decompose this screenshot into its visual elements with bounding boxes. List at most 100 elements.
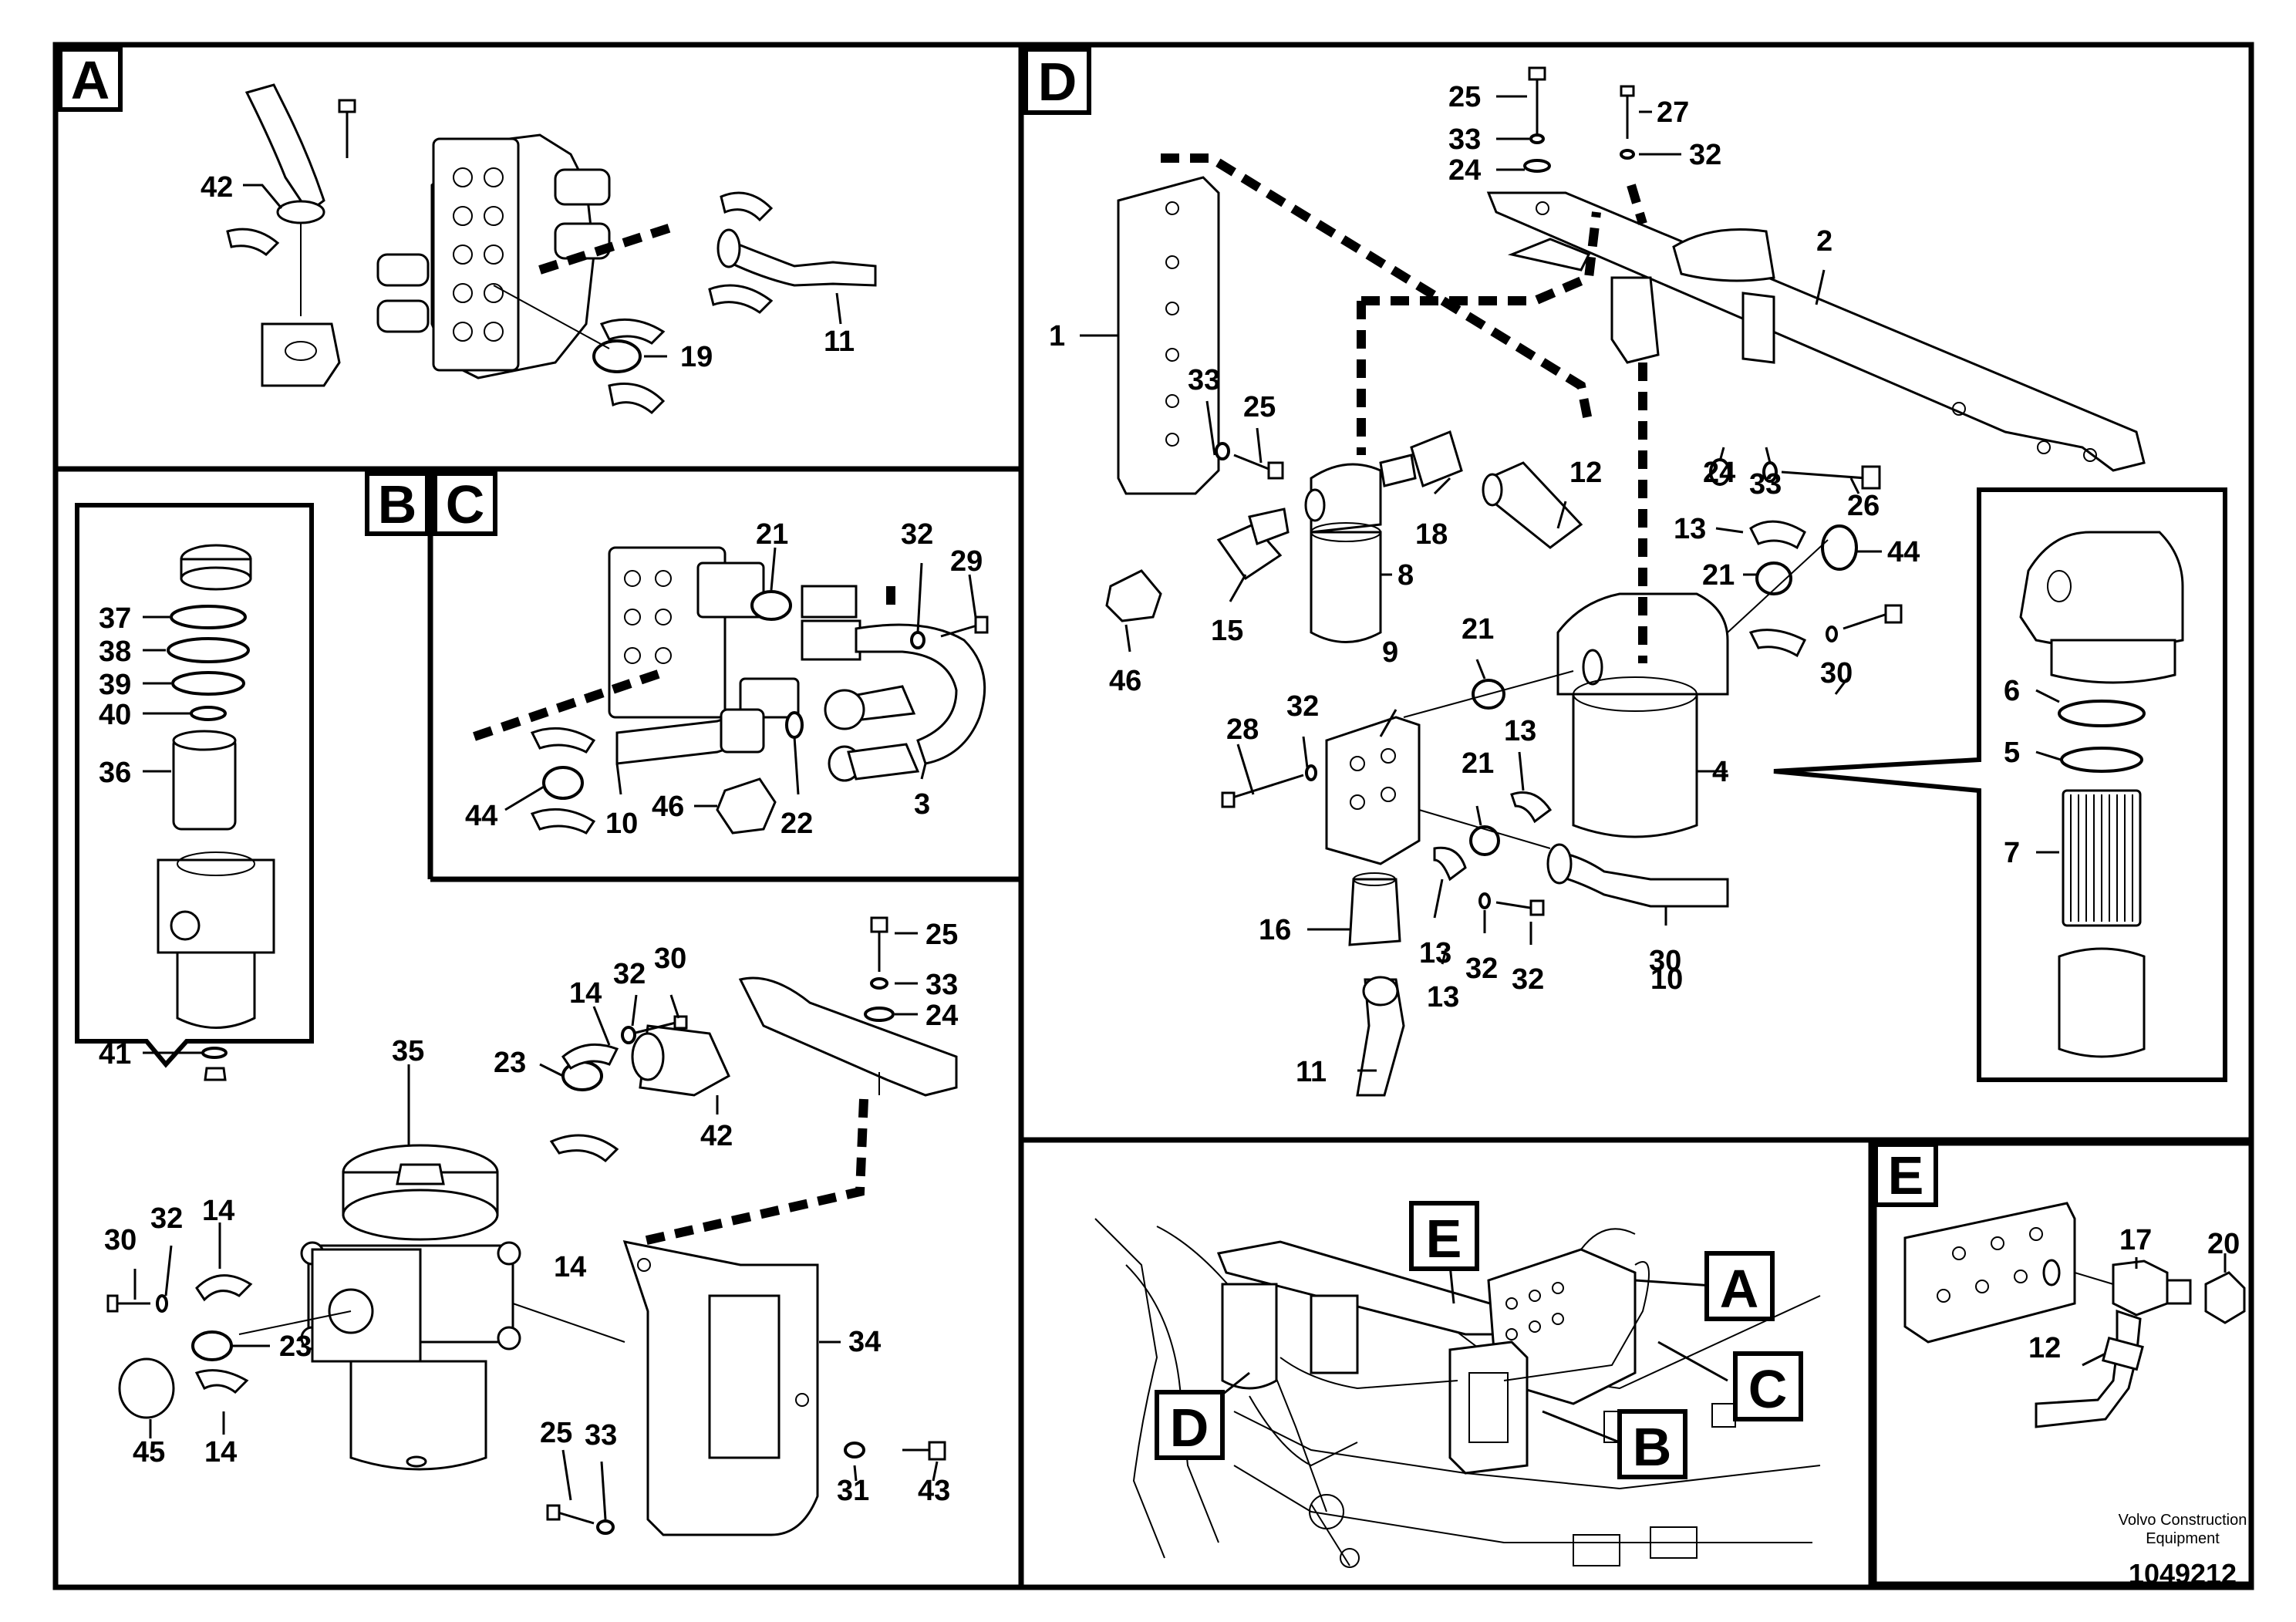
- part-label: 21: [1462, 613, 1494, 646]
- part-label: 44: [465, 800, 497, 832]
- part-label: 13: [1504, 715, 1536, 747]
- part-label: 20: [2207, 1228, 2240, 1260]
- footer: Volvo Construction Equipment 1049212: [2082, 1512, 2283, 1620]
- part-label: 23: [494, 1047, 526, 1079]
- view-d-labels: 25 33 24 27 32 2 1 33 25 18 12 8 15 46 2…: [1049, 81, 2020, 1088]
- part-label: 30: [1820, 657, 1853, 690]
- part-label: 31: [837, 1475, 869, 1507]
- part-label: 27: [1657, 96, 1689, 129]
- part-label: 29: [950, 545, 983, 578]
- part-label: 30: [654, 943, 686, 975]
- part-label: 37: [99, 602, 131, 635]
- overview-drawing: [1094, 1218, 1821, 1568]
- part-label: 33: [1749, 468, 1782, 501]
- part-label: 46: [1109, 665, 1141, 697]
- part-label: 44: [1887, 536, 1920, 568]
- view-b-labels: 35 14 32 30 23 42 25 33 24 30 32 14 23 1…: [104, 919, 958, 1507]
- overview-tag-d: D: [1155, 1390, 1225, 1460]
- part-label: 14: [569, 977, 602, 1010]
- view-b-inset-drawing: [157, 544, 275, 1081]
- part-label: 46: [652, 791, 684, 823]
- part-label: 11: [824, 325, 855, 358]
- part-label: 18: [1415, 518, 1448, 551]
- view-a-leaders: [243, 184, 842, 358]
- part-label: 23: [279, 1330, 312, 1363]
- part-label: 32: [1465, 953, 1498, 985]
- part-label: 7: [2004, 837, 2020, 869]
- overview-tag-c: C: [1733, 1351, 1803, 1421]
- overview-tag-b-text: B: [1633, 1417, 1672, 1477]
- view-tag-c: C: [433, 471, 497, 536]
- overview-tag-d-text: D: [1170, 1398, 1209, 1458]
- part-label: 8: [1397, 559, 1414, 592]
- view-b-drawing: [106, 916, 958, 1536]
- overview-tag-a: A: [1704, 1251, 1775, 1321]
- part-label: 25: [1448, 81, 1481, 113]
- part-label: 32: [1286, 690, 1319, 723]
- view-tag-a-text: A: [71, 50, 110, 110]
- part-label: 12: [1569, 457, 1602, 489]
- part-label: 14: [202, 1195, 234, 1227]
- part-label: 39: [99, 669, 131, 701]
- view-c-labels: 21 32 29 44 10 46 22 3: [465, 518, 983, 840]
- part-label: 33: [1188, 364, 1220, 396]
- overview-tag-a-text: A: [1720, 1259, 1759, 1319]
- view-tag-e: E: [1873, 1142, 1938, 1207]
- part-label: 33: [585, 1419, 617, 1452]
- part-label: 21: [756, 518, 788, 551]
- part-label: 36: [99, 757, 131, 789]
- part-label: 32: [901, 518, 933, 551]
- part-label: 43: [918, 1475, 950, 1507]
- part-label: 42: [201, 171, 233, 204]
- part-label: 9: [1382, 636, 1398, 669]
- part-label: 10: [605, 808, 638, 840]
- view-e-drawing: [1903, 1202, 2246, 1428]
- part-label: 40: [99, 699, 131, 731]
- view-e-leaders: [2082, 1253, 2227, 1367]
- view-a-drawing: [226, 83, 877, 415]
- view-d-leaders: [1080, 95, 2062, 1072]
- view-tag-d: D: [1023, 47, 1091, 115]
- overview-tag-c-text: C: [1748, 1359, 1788, 1419]
- part-label: 15: [1211, 615, 1243, 647]
- panel-frames: [52, 42, 2254, 1590]
- part-label: 13: [1419, 937, 1451, 969]
- part-label: 35: [392, 1035, 424, 1067]
- part-label: 12: [2028, 1332, 2061, 1364]
- part-label: 3: [914, 788, 930, 821]
- part-label: 14: [204, 1436, 237, 1469]
- part-label: 2: [1816, 225, 1832, 258]
- part-label: 1: [1049, 320, 1065, 352]
- view-tag-c-text: C: [446, 474, 485, 534]
- part-label: 34: [848, 1326, 881, 1358]
- view-c-drawing: [473, 546, 989, 835]
- view-tag-b-text: B: [378, 474, 417, 534]
- part-label: 22: [781, 808, 813, 840]
- part-label: 10: [1650, 963, 1683, 996]
- part-label: 13: [1674, 513, 1706, 545]
- part-label: 38: [99, 636, 131, 668]
- view-tag-b: B: [365, 471, 430, 536]
- overview-tag-b: B: [1617, 1409, 1687, 1479]
- part-label: 33: [1448, 123, 1481, 156]
- part-label: 30: [104, 1224, 137, 1256]
- part-label: 13: [1427, 981, 1459, 1013]
- view-tag-d-text: D: [1038, 52, 1077, 112]
- part-label: 21: [1702, 559, 1735, 592]
- view-c-leaders: [504, 547, 977, 811]
- view-a-labels: 42 19 11: [201, 171, 855, 373]
- view-b-inset-leaders: [143, 615, 202, 1054]
- part-label: 17: [2119, 1224, 2152, 1256]
- part-label: 28: [1226, 713, 1259, 746]
- part-label: 45: [133, 1436, 165, 1469]
- view-tag-a: A: [58, 47, 123, 112]
- brand-line-2: Equipment: [2146, 1530, 2220, 1547]
- part-label: 33: [925, 969, 958, 1001]
- view-d-drawing: [1105, 66, 2227, 1097]
- part-label: 32: [1689, 139, 1721, 171]
- part-label: 4: [1712, 756, 1728, 788]
- part-label: 11: [1296, 1056, 1327, 1088]
- part-label: 16: [1259, 914, 1291, 946]
- part-label: 25: [540, 1417, 572, 1449]
- view-tag-e-text: E: [1888, 1145, 1924, 1206]
